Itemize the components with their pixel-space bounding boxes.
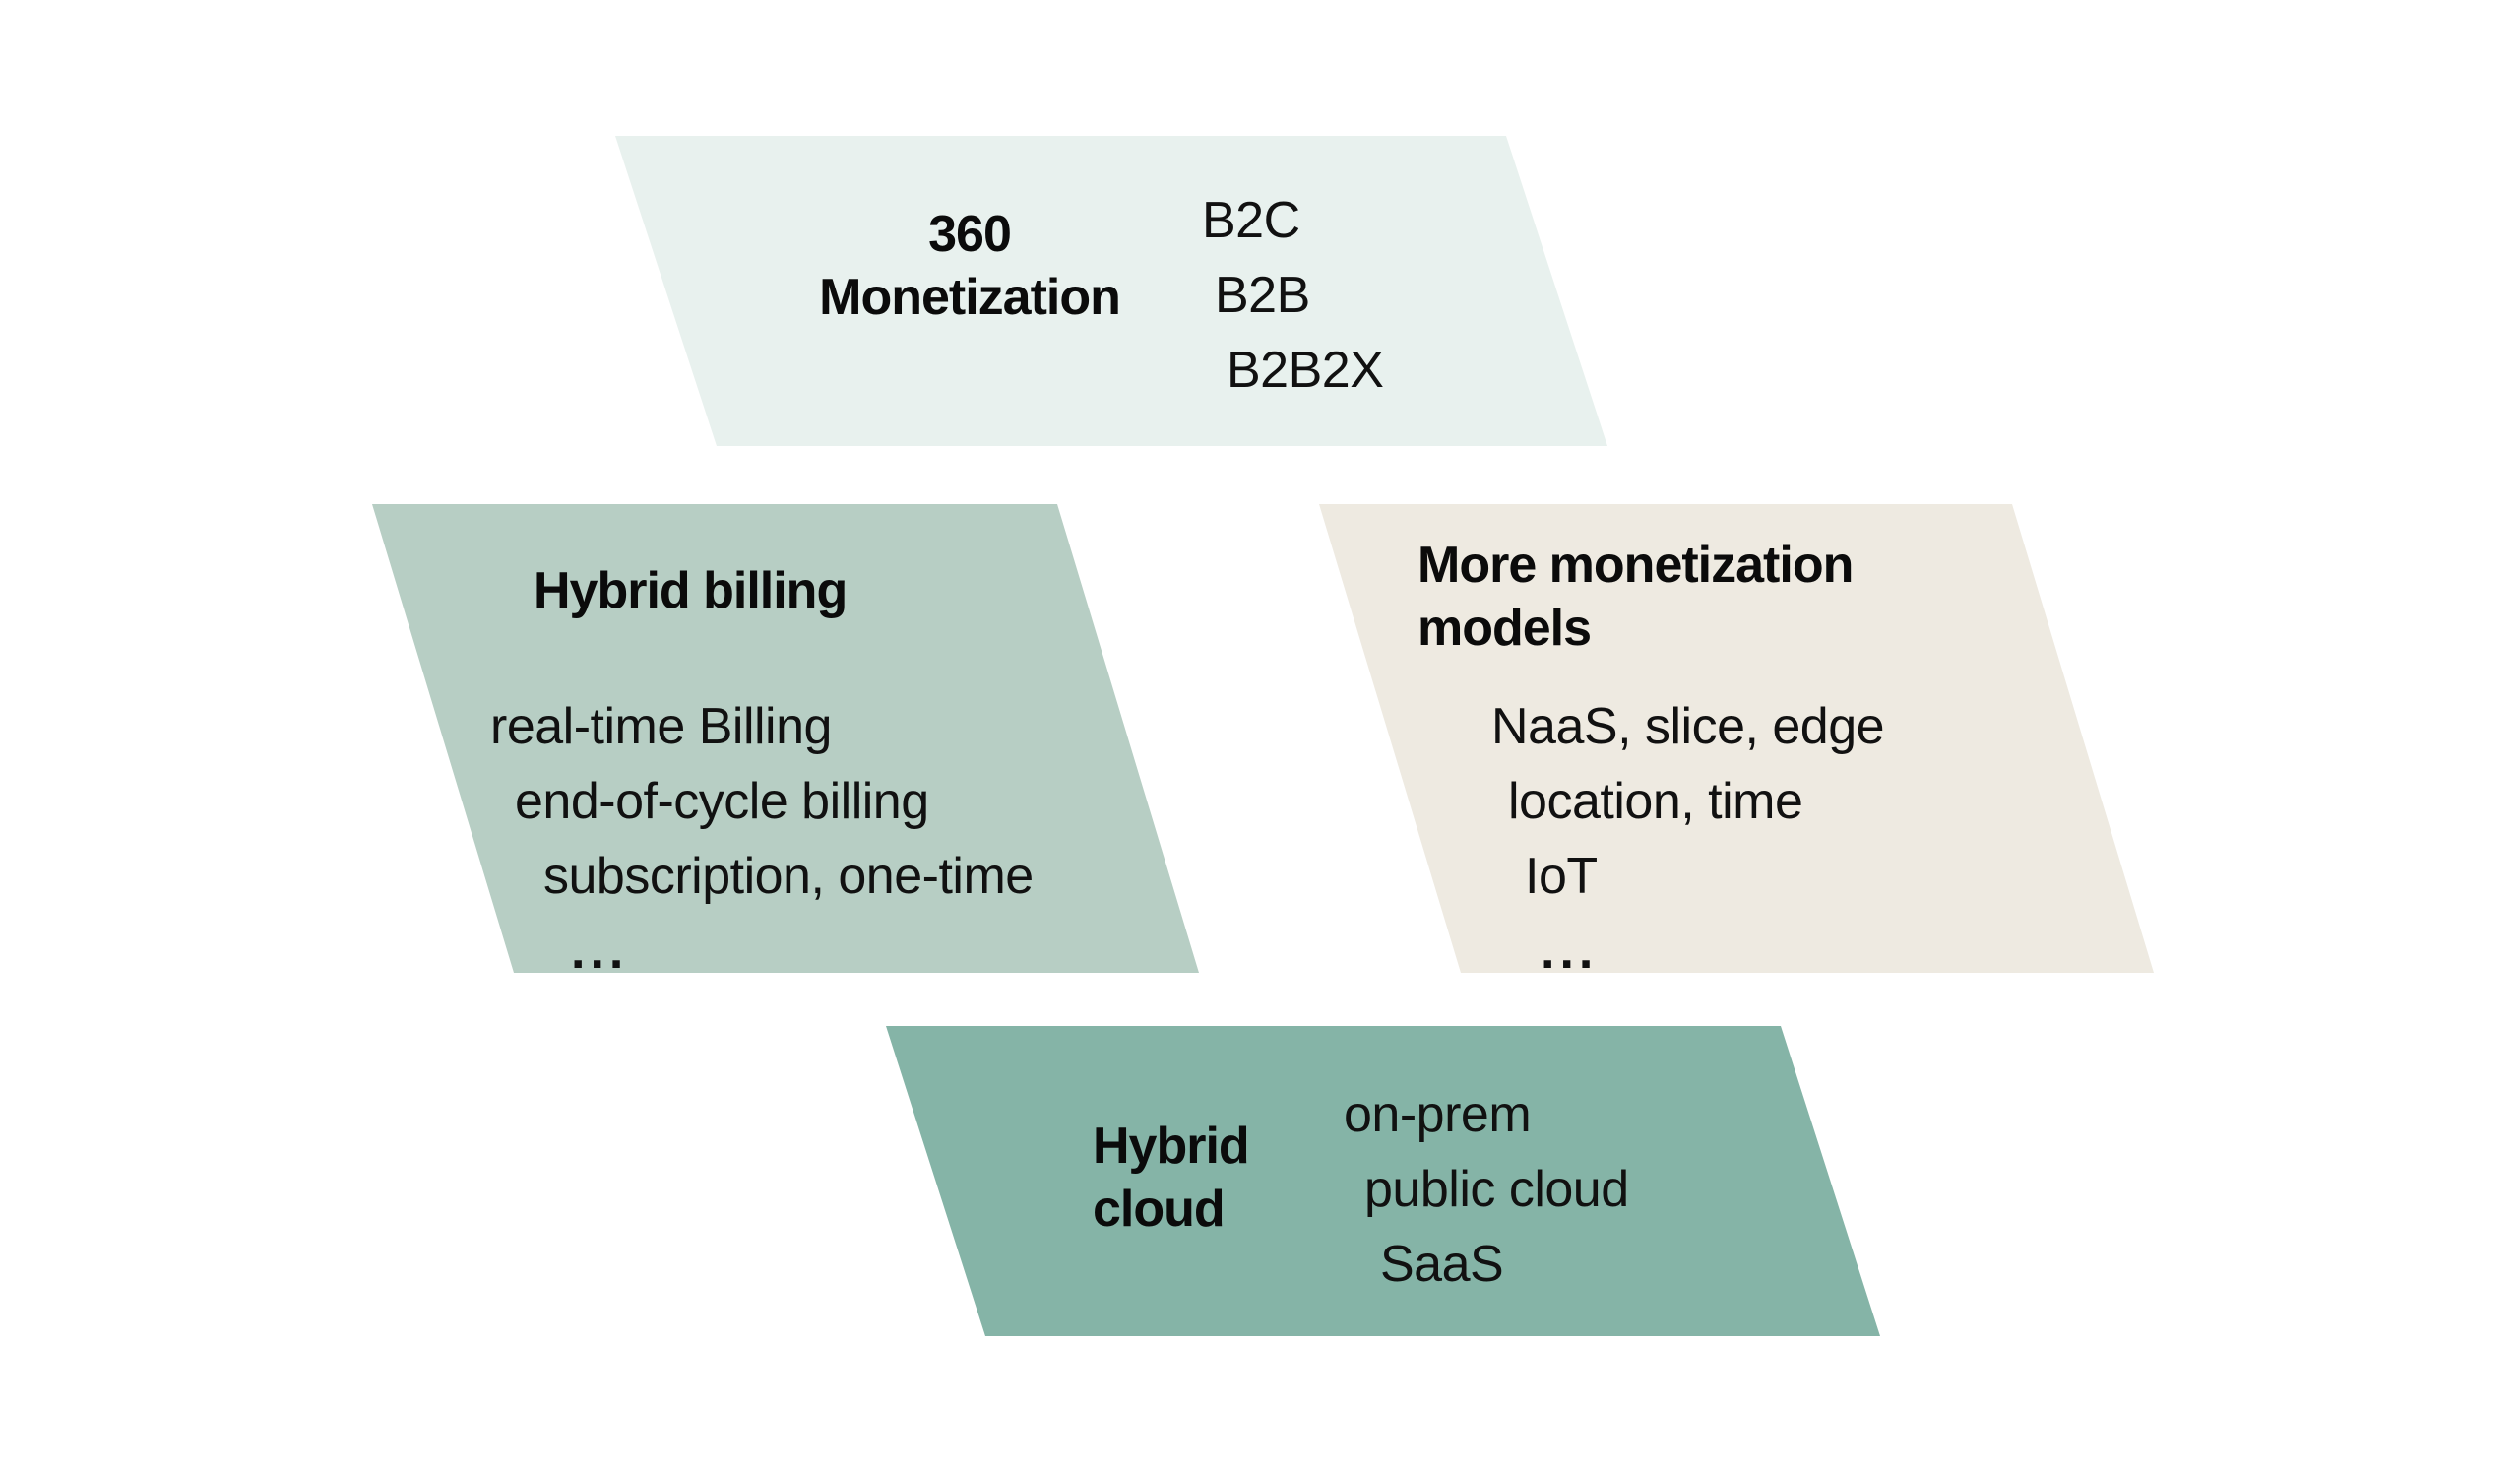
parallelogram-hybrid-cloud: Hybrid cloud on-prem public cloud SaaS bbox=[886, 1026, 1880, 1336]
shape-title-hybrid-billing: Hybrid billing bbox=[534, 559, 847, 622]
shape-item-list: on-prem public cloud SaaS bbox=[1344, 1077, 1629, 1302]
shape-item-ellipsis: ... bbox=[571, 923, 629, 980]
shape-item: subscription, one-time bbox=[543, 848, 1034, 905]
shape-item: public cloud bbox=[1364, 1161, 1629, 1218]
shape-title-hybrid-cloud: Hybrid cloud bbox=[1093, 1115, 1249, 1241]
shape-title-line: Hybrid bbox=[1093, 1118, 1249, 1175]
shape-item: on-prem bbox=[1344, 1086, 1532, 1143]
shape-item-list: NaaS, slice, edge location, time IoT ... bbox=[1491, 689, 1884, 989]
shape-item-list: real-time Billing end-of-cycle billing s… bbox=[490, 689, 1034, 989]
parallelogram-hybrid-billing: Hybrid billing real-time Billing end-of-… bbox=[372, 504, 1199, 973]
shape-title-line: More monetization bbox=[1418, 537, 1854, 594]
parallelogram-360-monetization: 360 Monetization B2C B2B B2B2X bbox=[615, 136, 1607, 446]
shape-item: end-of-cycle billing bbox=[515, 773, 929, 830]
shape-item-list: B2C B2B B2B2X bbox=[1202, 183, 1383, 408]
shape-title-line: Hybrid billing bbox=[534, 562, 848, 619]
shape-title-line: 360 bbox=[928, 206, 1011, 263]
shape-item: real-time Billing bbox=[490, 698, 832, 755]
shape-item: B2C bbox=[1202, 192, 1300, 249]
shape-title-line: cloud bbox=[1093, 1181, 1225, 1238]
shape-item: NaaS, slice, edge bbox=[1491, 698, 1885, 755]
shape-title-more-monetization-models: More monetization models bbox=[1418, 534, 1853, 660]
shape-title-line: Monetization bbox=[819, 269, 1120, 326]
shape-item: IoT bbox=[1525, 848, 1598, 905]
parallelogram-more-monetization-models: More monetization models NaaS, slice, ed… bbox=[1319, 504, 2154, 973]
shape-title-360-monetization: 360 Monetization bbox=[763, 203, 1176, 329]
shape-item: B2B2X bbox=[1227, 342, 1384, 399]
shape-item: SaaS bbox=[1380, 1236, 1504, 1293]
shape-item: B2B bbox=[1215, 267, 1310, 324]
shape-item: location, time bbox=[1508, 773, 1803, 830]
shape-title-line: models bbox=[1418, 600, 1592, 657]
shape-item-ellipsis: ... bbox=[1541, 923, 1599, 980]
